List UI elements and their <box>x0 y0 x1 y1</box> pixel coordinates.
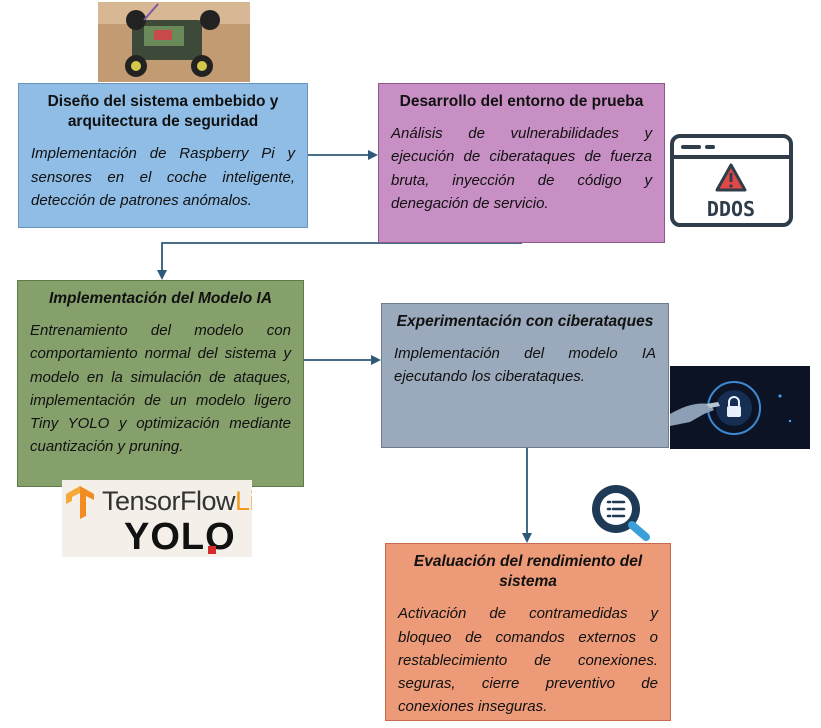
robot-car-photo <box>98 2 250 82</box>
tensorflow-lite-logo: TensorFlowLite <box>102 486 252 517</box>
experimentation-title: Experimentación con ciberataques <box>396 313 654 330</box>
magnifier-list-icon <box>586 481 652 541</box>
evaluation-body: Activación de contramedidas y bloqueo de… <box>398 605 658 716</box>
test-environment-box: Desarrollo del entorno de prueba Análisi… <box>378 83 665 243</box>
tensorflow-text: TensorFlow <box>102 486 236 516</box>
yolo-logo: YOLO <box>124 516 236 557</box>
experimentation-body: Implementación del modelo IA ejecutando … <box>394 345 656 386</box>
ddos-label: DDOS <box>707 197 755 221</box>
robotic-hand-lock-icon <box>670 366 810 449</box>
tensorflow-icon <box>66 486 94 519</box>
ai-model-box: Implementación del Modelo IA Entrenamien… <box>17 280 304 487</box>
experimentation-box: Experimentación con ciberataques Impleme… <box>381 303 669 448</box>
evaluation-title: Evaluación del rendimiento del sistema <box>413 553 643 591</box>
ai-model-body: Entrenamiento del modelo con comportamie… <box>30 322 291 456</box>
ai-model-title: Implementación del Modelo IA <box>48 290 273 307</box>
design-stage-body: Implementación de Raspberry Pi y sensore… <box>31 145 295 209</box>
test-environment-title: Desarrollo del entorno de prueba <box>399 93 644 110</box>
evaluation-box: Evaluación del rendimiento del sistema A… <box>385 543 671 721</box>
tensorflow-lite-text: Lite <box>235 486 252 516</box>
test-environment-body: Análisis de vulnerabilidades y ejecución… <box>391 125 652 212</box>
design-stage-box: Diseño del sistema embebido y arquitectu… <box>18 83 308 228</box>
yolo-dot <box>208 546 216 554</box>
arrow-testenv-to-model <box>157 242 522 280</box>
tensorflow-yolo-logo: TensorFlowLite YOLO <box>62 480 252 557</box>
design-stage-title: Diseño del sistema embebido y arquitectu… <box>47 93 279 131</box>
ddos-warning-icon: DDOS <box>669 133 794 228</box>
